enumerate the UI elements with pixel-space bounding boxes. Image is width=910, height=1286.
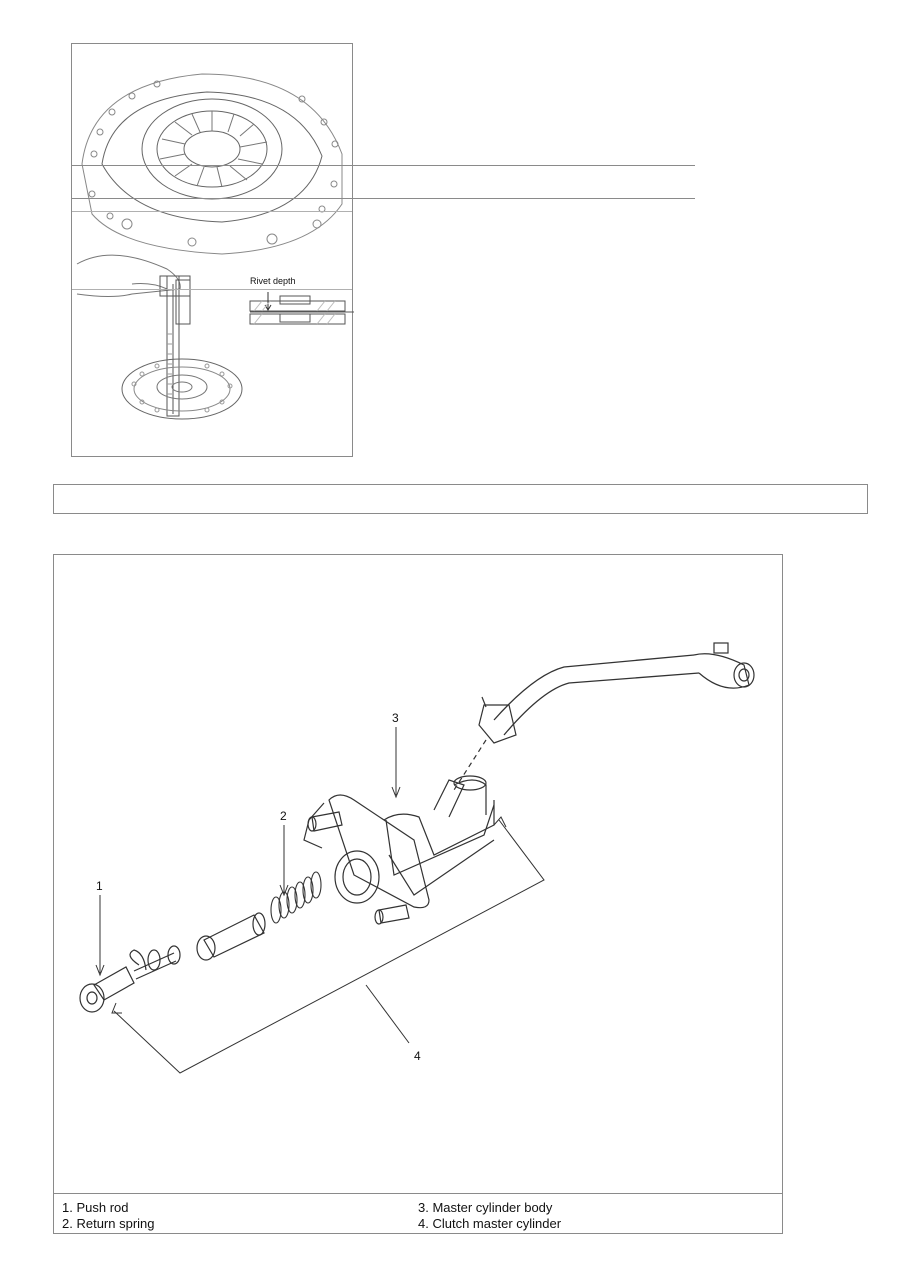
legend-item-number: 1. bbox=[62, 1200, 73, 1215]
master-cylinder-drawing: 1 2 3 4 bbox=[79, 642, 755, 1074]
legend-item-number: 4. bbox=[418, 1216, 429, 1231]
legend-item: 2. Return spring bbox=[62, 1216, 155, 1231]
note-box bbox=[53, 484, 868, 514]
rule-line bbox=[72, 198, 695, 199]
legend-item-number: 3. bbox=[418, 1200, 429, 1215]
legend-item-text: Return spring bbox=[76, 1216, 155, 1231]
callout-4: 4 bbox=[414, 1049, 421, 1063]
parts-legend: 1. Push rod 2. Return spring 3. Master c… bbox=[53, 1193, 783, 1234]
callout-2: 2 bbox=[280, 809, 287, 823]
rule-line bbox=[72, 211, 352, 212]
legend-item-text: Master cylinder body bbox=[432, 1200, 553, 1215]
legend-item: 3. Master cylinder body bbox=[418, 1200, 552, 1215]
clutch-disc-drawing: Rivet depth bbox=[76, 73, 354, 420]
rivet-depth-label: Rivet depth bbox=[250, 276, 296, 286]
legend-item-text: Push rod bbox=[76, 1200, 129, 1215]
rivet-depth-illustration: Rivet depth bbox=[71, 43, 354, 457]
callout-3: 3 bbox=[392, 711, 399, 725]
callout-1: 1 bbox=[96, 879, 103, 893]
legend-item-number: 2. bbox=[62, 1216, 73, 1231]
legend-item: 1. Push rod bbox=[62, 1200, 129, 1215]
rule-line bbox=[72, 165, 695, 166]
rule-line bbox=[72, 289, 352, 290]
legend-item: 4. Clutch master cylinder bbox=[418, 1216, 561, 1231]
legend-item-text: Clutch master cylinder bbox=[432, 1216, 562, 1231]
master-cylinder-exploded-view: 1 2 3 4 bbox=[53, 554, 783, 1194]
